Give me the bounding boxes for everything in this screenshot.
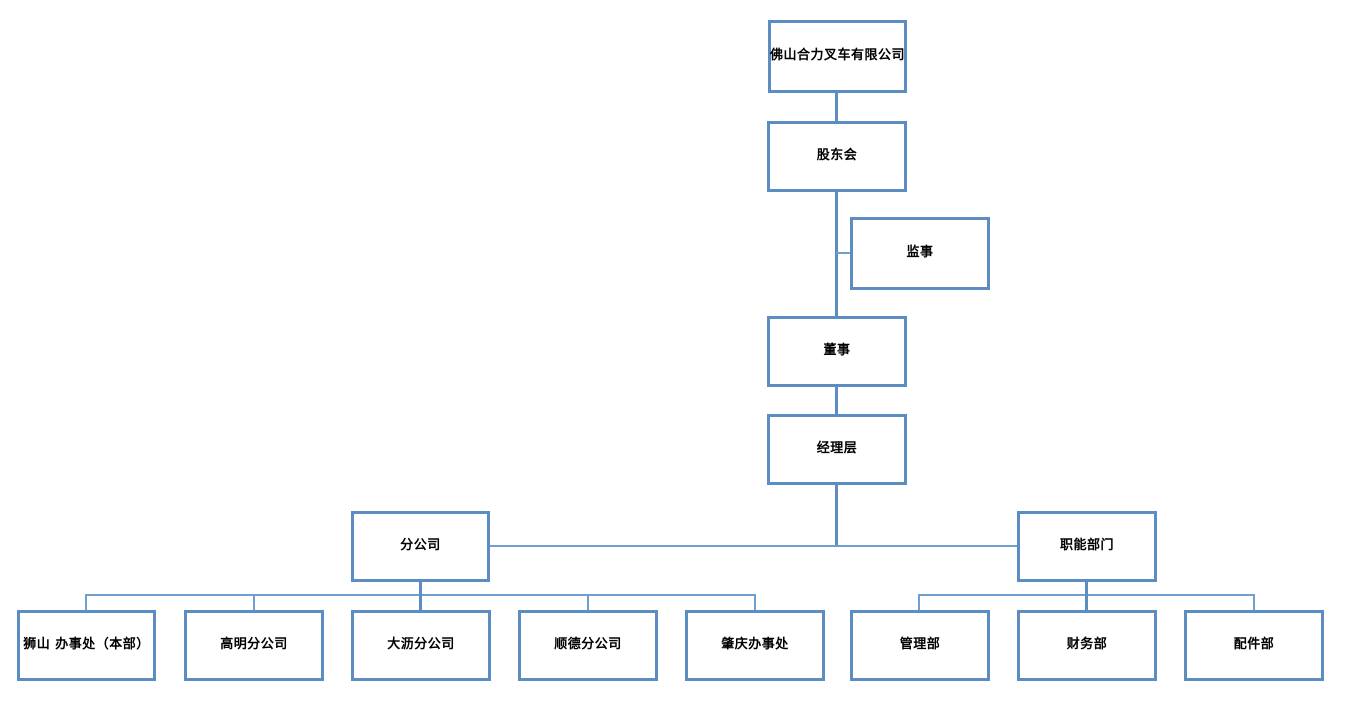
connector-trunk-to-supervisor [836,252,852,254]
node-director[interactable]: 董事 [767,316,907,387]
node-management-layer-label: 经理层 [816,441,858,457]
connector-director-to-management [835,387,838,415]
connector-bus-to-finance [1085,594,1088,611]
node-supervisor-label: 监事 [906,245,934,261]
connector-functions-drop [1085,582,1088,596]
connector-bus-to-shishan [85,594,87,611]
node-company[interactable]: 佛山合力叉车有限公司 [768,20,907,93]
node-dali-branch[interactable]: 大沥分公司 [351,610,491,681]
node-director-label: 董事 [823,343,851,359]
node-zhaoqing-office[interactable]: 肇庆办事处 [685,610,825,681]
node-company-label: 佛山合力叉车有限公司 [770,48,906,64]
node-shareholders-meeting[interactable]: 股东会 [767,121,907,192]
node-admin-department[interactable]: 管理部 [850,610,990,681]
node-shishan-office-label: 狮山 办事处（本部） [23,637,150,653]
connector-company-to-shareholders [835,93,838,122]
connector-bus-to-gaoming [253,594,255,611]
connector-bus-to-shunde [587,594,589,611]
connector-bus-to-admin [918,594,920,611]
connector-bus-to-dali [419,594,422,611]
node-parts-department[interactable]: 配件部 [1184,610,1324,681]
connector-branches-drop [419,582,422,596]
node-shishan-office[interactable]: 狮山 办事处（本部） [17,610,156,681]
connector-shareholders-trunk [835,192,838,317]
connector-management-drop [835,485,838,547]
node-functional-departments-label: 职能部门 [1059,538,1114,554]
node-parts-department-label: 配件部 [1233,637,1275,653]
node-finance-department-label: 财务部 [1066,637,1108,653]
node-supervisor[interactable]: 监事 [850,217,990,290]
node-management-layer[interactable]: 经理层 [767,414,907,485]
node-shunde-branch-label: 顺德分公司 [554,637,622,653]
node-gaoming-branch-label: 高明分公司 [220,637,288,653]
connector-split-bus [490,545,1018,547]
node-functional-departments[interactable]: 职能部门 [1017,511,1157,582]
node-branch-companies-label: 分公司 [400,538,441,554]
node-zhaoqing-office-label: 肇庆办事处 [721,637,789,653]
node-branch-companies[interactable]: 分公司 [351,511,490,582]
node-shunde-branch[interactable]: 顺德分公司 [518,610,658,681]
connector-bus-to-parts [1253,594,1255,611]
node-gaoming-branch[interactable]: 高明分公司 [184,610,324,681]
node-dali-branch-label: 大沥分公司 [387,637,455,653]
node-shareholders-meeting-label: 股东会 [816,148,858,164]
connector-bus-to-zhaoqing [754,594,756,611]
node-admin-department-label: 管理部 [899,637,941,653]
node-finance-department[interactable]: 财务部 [1017,610,1157,681]
